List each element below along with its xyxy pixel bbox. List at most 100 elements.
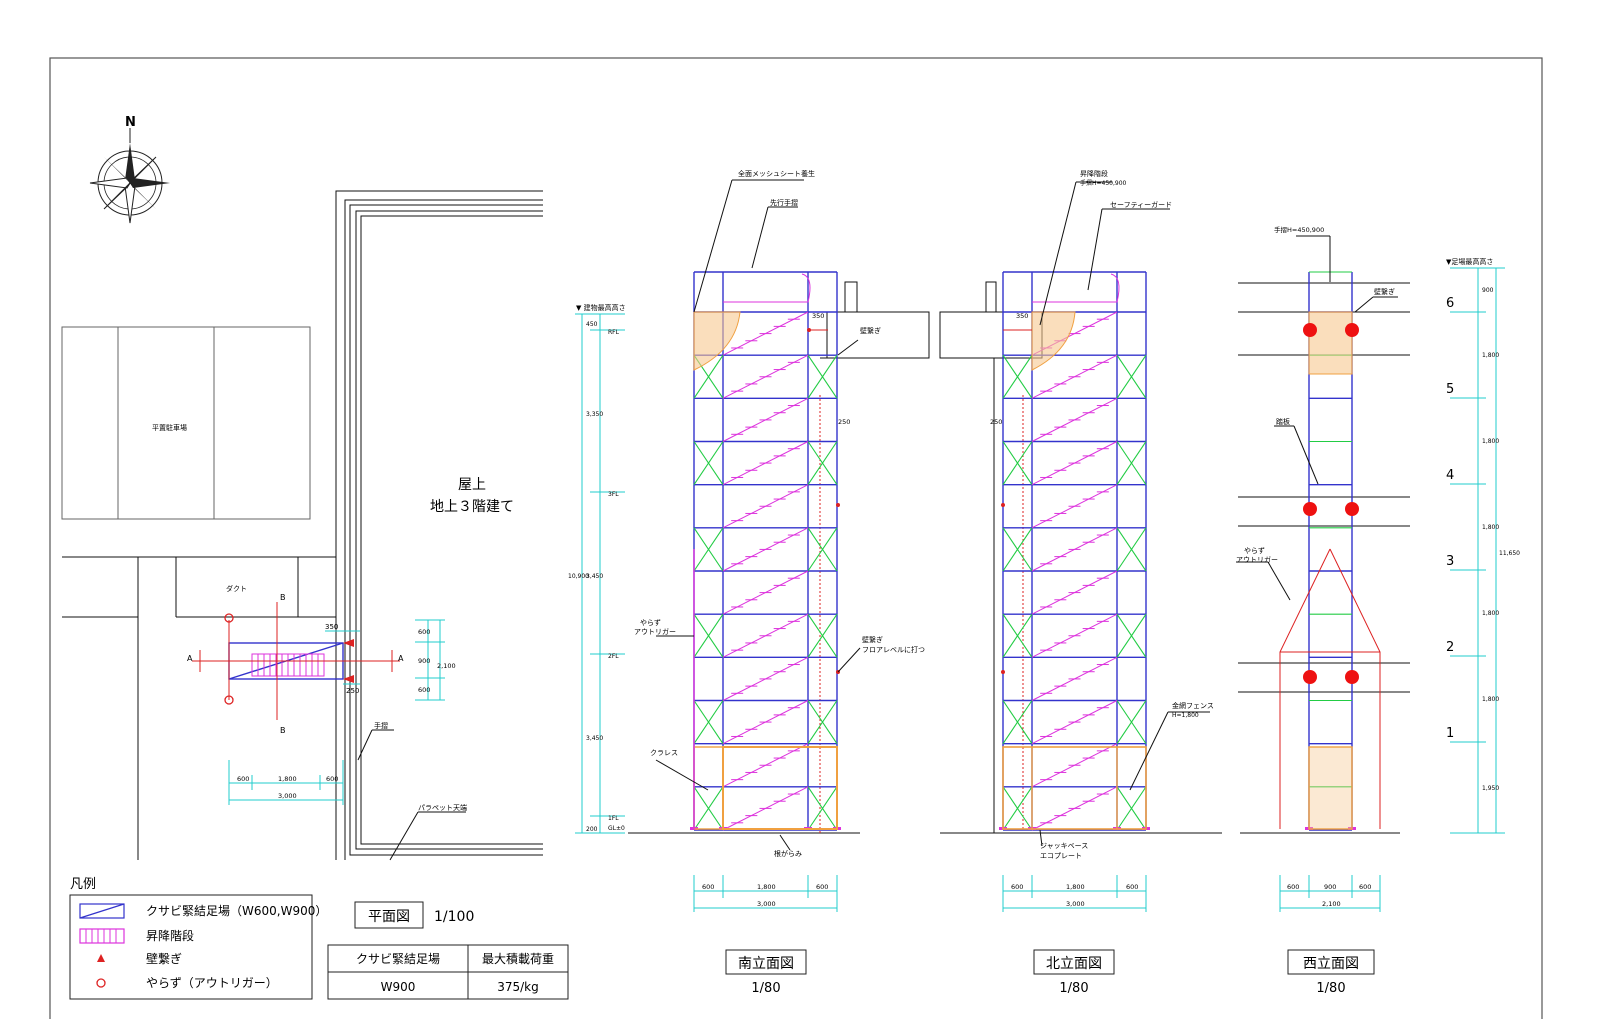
plan-dim-h-1: 600: [237, 775, 249, 783]
brace: [807, 354, 838, 399]
load-table: [327, 944, 569, 1000]
brace: [693, 527, 724, 572]
brace: [807, 700, 838, 744]
west-elevation: [1236, 235, 1505, 912]
south-vdim-2: 3,350: [586, 411, 603, 418]
plan-dim-350: 350: [325, 623, 338, 631]
west-vdim-4: 1,800: [1482, 524, 1499, 531]
west-vdim-5: 1,800: [1482, 610, 1499, 617]
south-scale: 1/80: [751, 981, 780, 996]
south-crane-label: クラレス: [650, 749, 678, 757]
south-bottom-dim-1: 600: [702, 883, 714, 891]
brace: [1002, 527, 1033, 572]
south-title-box: [725, 949, 807, 975]
west-bottom-dim-1: 600: [1287, 883, 1299, 891]
brace: [1116, 354, 1147, 399]
west-vdim-6: 1,800: [1482, 696, 1499, 703]
plan-title: 平面図: [368, 909, 410, 925]
legend-scaffold-icon: [79, 903, 125, 919]
brace: [1116, 700, 1147, 744]
south-vdim-5: 200: [586, 826, 598, 833]
north-bottom-dim-total: 3,000: [1066, 900, 1085, 908]
south-vdim-3: 3,450: [586, 573, 603, 580]
south-dim-350: 350: [812, 312, 824, 320]
south-outrigger-label-2: アウトリガー: [634, 627, 676, 636]
north-fence-label-2: H=1,800: [1172, 712, 1199, 719]
north-elevation: [939, 181, 1222, 912]
handrail-label: 手摺: [374, 721, 388, 730]
west-scale: 1/80: [1316, 981, 1345, 996]
south-wall-tie-floor-label-2: フロアレベルに打つ: [862, 645, 925, 654]
brace: [1002, 354, 1033, 399]
south-vdim-total: 10,900: [568, 573, 589, 580]
north-jack-label-1: ジャッキベース: [1040, 842, 1088, 850]
south-level-gl: GL±0: [608, 825, 625, 832]
west-level-2: 2: [1446, 640, 1454, 655]
north-safety-guard-label: セーフティーガード: [1110, 200, 1172, 209]
west-outrigger-label-1: やらず: [1244, 546, 1265, 555]
parking-label: 平置駐車場: [152, 423, 187, 432]
stair-handrail: [723, 273, 811, 303]
south-bottom-dim-total: 3,000: [757, 900, 776, 908]
south-level-2fl: 2FL: [608, 653, 619, 660]
west-level-4: 4: [1446, 468, 1454, 483]
west-level-3: 3: [1446, 554, 1454, 569]
west-plank-label: 踏板: [1276, 417, 1290, 426]
west-level-6: 6: [1446, 296, 1454, 311]
south-vdim-1: 450: [586, 321, 598, 328]
west-outrigger-label-2: アウトリガー: [1236, 555, 1278, 564]
plan-scale: 1/100: [434, 909, 474, 925]
section-a-left: A: [187, 654, 193, 663]
building-label-1: 屋上: [458, 477, 486, 493]
south-lead-rail-label: 先行手摺: [770, 198, 798, 207]
brace: [1002, 441, 1033, 485]
south-vdim-4: 3,450: [586, 735, 603, 742]
north-stairs-label-2: 手摺H=450,900: [1080, 179, 1127, 187]
west-vdim-1: 900: [1482, 287, 1494, 294]
brace: [1002, 786, 1033, 831]
south-level-1fl: 1FL: [608, 815, 619, 822]
section-b-top: B: [280, 593, 286, 602]
brace: [693, 786, 724, 831]
west-wall-tie-label: 壁繋ぎ: [1374, 287, 1395, 296]
north-bottom-dim-2: 1,800: [1066, 883, 1085, 891]
north-title-box: [1033, 949, 1115, 975]
plan-dim-v-3: 600: [418, 686, 430, 694]
south-scaffold-frame: [690, 271, 841, 831]
plan-dim-250: 250: [346, 687, 359, 695]
south-level-3fl: 3FL: [608, 491, 619, 498]
brace: [1116, 441, 1147, 485]
south-wall-tie-label: 壁繋ぎ: [860, 326, 881, 335]
legend-item-outrigger: やらず（アウトリガー）: [146, 976, 278, 990]
north-fence-label-1: 金網フェンス: [1172, 701, 1214, 710]
load-table-cell-1: W900: [381, 980, 416, 994]
load-table-cell-2: 375/kg: [497, 980, 539, 994]
south-title: 南立面図: [738, 956, 794, 972]
compass-rose-icon: [89, 128, 170, 224]
brace: [1002, 700, 1033, 744]
load-table-header-1: クサビ緊結足場: [356, 952, 440, 966]
parapet-label: パラペット天端: [418, 803, 467, 812]
brace: [693, 613, 724, 658]
south-outrigger-label-1: やらず: [640, 618, 661, 627]
brace: [807, 786, 838, 831]
brace: [1116, 527, 1147, 572]
plan-view: [61, 190, 543, 861]
west-title-box: [1287, 949, 1375, 975]
west-level-5: 5: [1446, 382, 1454, 397]
north-jack-label-2: エコプレート: [1040, 852, 1082, 860]
legend-stairs-icon: [79, 928, 125, 944]
brace: [1116, 786, 1147, 831]
brace: [807, 613, 838, 658]
north-dim-350: 350: [1016, 312, 1028, 320]
brace: [1002, 613, 1033, 658]
south-elevation: [575, 179, 930, 912]
legend-item-stairs: 昇降階段: [146, 928, 194, 943]
west-vdim-2: 1,800: [1482, 352, 1499, 359]
plan-dim-v-2: 900: [418, 657, 430, 665]
plan-dim-h-2: 1,800: [278, 775, 297, 783]
legend-wall-tie-icon: [97, 954, 105, 962]
stair-handrail: [1032, 273, 1120, 303]
section-b-bottom: B: [280, 726, 286, 735]
west-bottom-dim-total: 2,100: [1322, 900, 1341, 908]
